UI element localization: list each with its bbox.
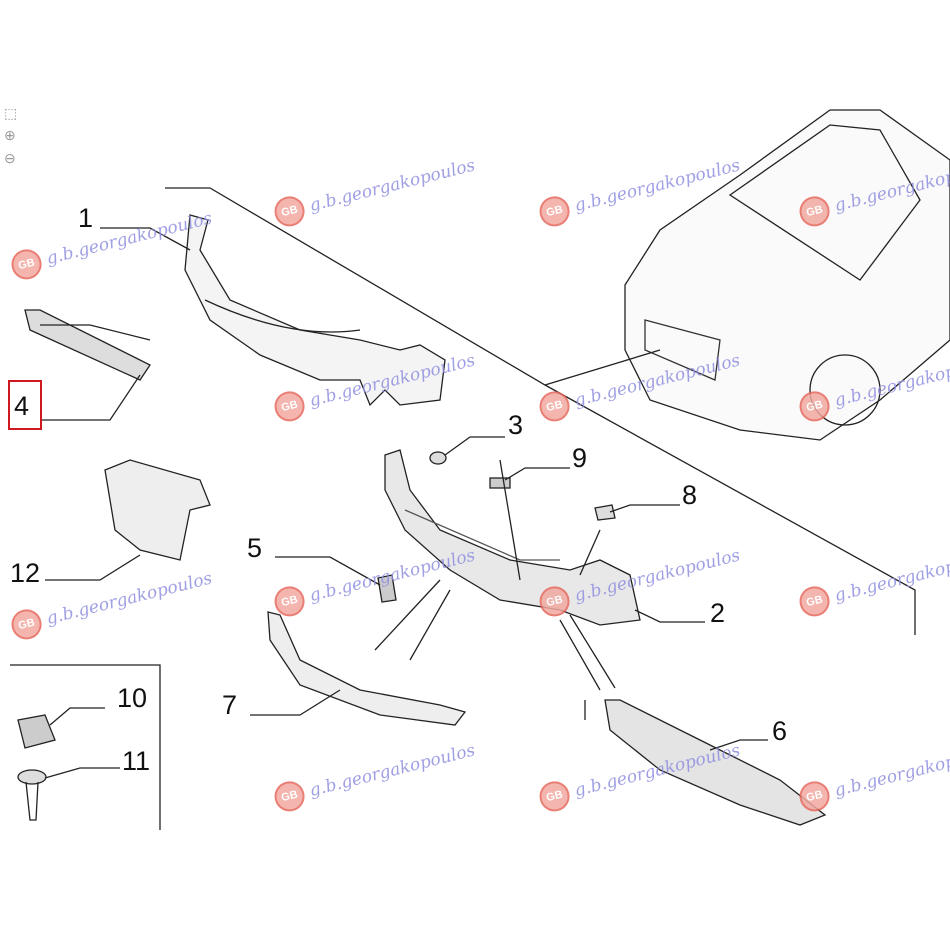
part-6-grille: [604, 699, 827, 826]
highlight-box-4: [8, 380, 42, 430]
callout-7[interactable]: 7: [222, 690, 238, 720]
leader-lines: [40, 227, 768, 779]
part-5-clip: [377, 574, 397, 603]
part-12-bracket: [104, 459, 211, 561]
callout-4[interactable]: 4: [14, 391, 30, 421]
part-1-bumper: [184, 214, 446, 407]
callout-1[interactable]: 1: [78, 203, 94, 233]
callout-9[interactable]: 9: [572, 443, 588, 473]
callout-6[interactable]: 6: [772, 716, 788, 746]
callout-8[interactable]: 8: [682, 480, 698, 510]
guide-line: [10, 664, 161, 830]
vehicle-wheel: [809, 354, 881, 426]
zoom-out-icon[interactable]: ⊖: [4, 150, 16, 166]
fit-icon[interactable]: ⬚: [4, 105, 18, 121]
part-11-rivet-shank: [25, 781, 39, 821]
lower-bumper-detail-line: [404, 509, 560, 561]
part-11-rivet: [17, 769, 47, 785]
callout-3[interactable]: 3: [508, 410, 524, 440]
bumper-detail-line: [204, 299, 361, 333]
part-9-badge: [489, 477, 511, 489]
vehicle-outline: [624, 109, 950, 441]
part-3-cap: [429, 451, 447, 465]
part-2-lower-bumper: [384, 449, 641, 626]
part-4-strip: [24, 309, 151, 381]
vehicle-windshield: [728, 124, 921, 281]
callout-5[interactable]: 5: [247, 533, 263, 563]
callout-12[interactable]: 12: [10, 558, 41, 588]
callout-2[interactable]: 2: [710, 598, 726, 628]
part-7-trim: [267, 611, 467, 726]
part-8-cover: [594, 504, 616, 521]
callout-10[interactable]: 10: [117, 683, 148, 713]
vehicle-grille: [644, 319, 721, 381]
part-10-nut: [17, 714, 56, 749]
zoom-in-icon[interactable]: ⊕: [4, 127, 16, 143]
callout-11[interactable]: 11: [122, 746, 151, 776]
